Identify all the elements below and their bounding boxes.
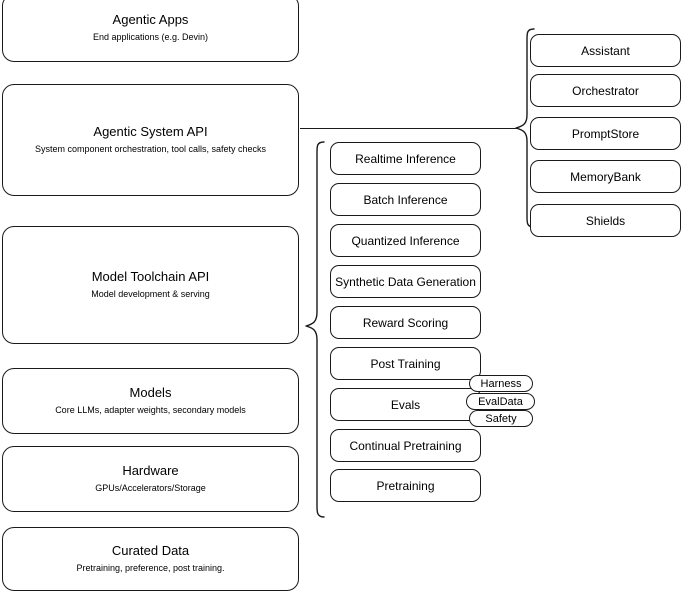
layer-subtitle: Pretraining, preference, post training. xyxy=(76,563,225,573)
toolchain-item-reward-scoring[interactable]: Reward Scoring xyxy=(330,306,481,339)
layer-box-agentic-apps[interactable]: Agentic Apps End applications (e.g. Devi… xyxy=(2,0,299,62)
brace-agentic-column xyxy=(515,28,535,228)
layer-title: Models xyxy=(129,385,172,400)
toolchain-item-quantized-inference[interactable]: Quantized Inference xyxy=(330,224,481,257)
layer-title: Hardware xyxy=(122,463,179,478)
toolchain-item-pretraining[interactable]: Pretraining xyxy=(330,469,481,502)
toolchain-item-realtime-inference[interactable]: Realtime Inference xyxy=(330,142,481,175)
toolchain-item-synthetic-data-generation[interactable]: Synthetic Data Generation xyxy=(330,265,481,298)
layer-title: Agentic System API xyxy=(93,124,208,139)
layer-box-model-toolchain-api[interactable]: Model Toolchain API Model development & … xyxy=(2,226,299,344)
agentic-item-memorybank[interactable]: MemoryBank xyxy=(530,160,681,193)
layer-subtitle: Model development & serving xyxy=(91,289,210,299)
layer-box-agentic-system-api[interactable]: Agentic System API System component orch… xyxy=(2,84,299,196)
layer-subtitle: System component orchestration, tool cal… xyxy=(34,144,267,154)
agentic-item-shields[interactable]: Shields xyxy=(530,204,681,237)
brace-toolchain-column xyxy=(305,141,325,518)
layer-title: Curated Data xyxy=(111,543,190,558)
layer-subtitle: Core LLMs, adapter weights, secondary mo… xyxy=(55,405,246,415)
agentic-item-assistant[interactable]: Assistant xyxy=(530,34,681,67)
connector-line-agentic-system xyxy=(300,128,518,129)
toolchain-item-post-training[interactable]: Post Training xyxy=(330,347,481,380)
toolchain-item-continual-pretraining[interactable]: Continual Pretraining xyxy=(330,429,481,462)
layer-subtitle: GPUs/Accelerators/Storage xyxy=(95,483,206,493)
layer-title: Agentic Apps xyxy=(112,12,189,27)
toolchain-item-evals[interactable]: Evals xyxy=(330,388,481,421)
agentic-item-orchestrator[interactable]: Orchestrator xyxy=(530,74,681,107)
layer-box-models[interactable]: Models Core LLMs, adapter weights, secon… xyxy=(2,368,299,434)
layer-box-curated-data[interactable]: Curated Data Pretraining, preference, po… xyxy=(2,527,299,591)
agentic-item-promptstore[interactable]: PromptStore xyxy=(530,117,681,150)
evals-pill-harness[interactable]: Harness xyxy=(469,375,533,392)
toolchain-item-batch-inference[interactable]: Batch Inference xyxy=(330,183,481,216)
layer-title: Model Toolchain API xyxy=(91,269,210,284)
layer-box-hardware[interactable]: Hardware GPUs/Accelerators/Storage xyxy=(2,446,299,512)
layer-subtitle: End applications (e.g. Devin) xyxy=(92,32,209,42)
evals-pill-evaldata[interactable]: EvalData xyxy=(466,393,535,410)
evals-pill-safety[interactable]: Safety xyxy=(469,410,533,427)
